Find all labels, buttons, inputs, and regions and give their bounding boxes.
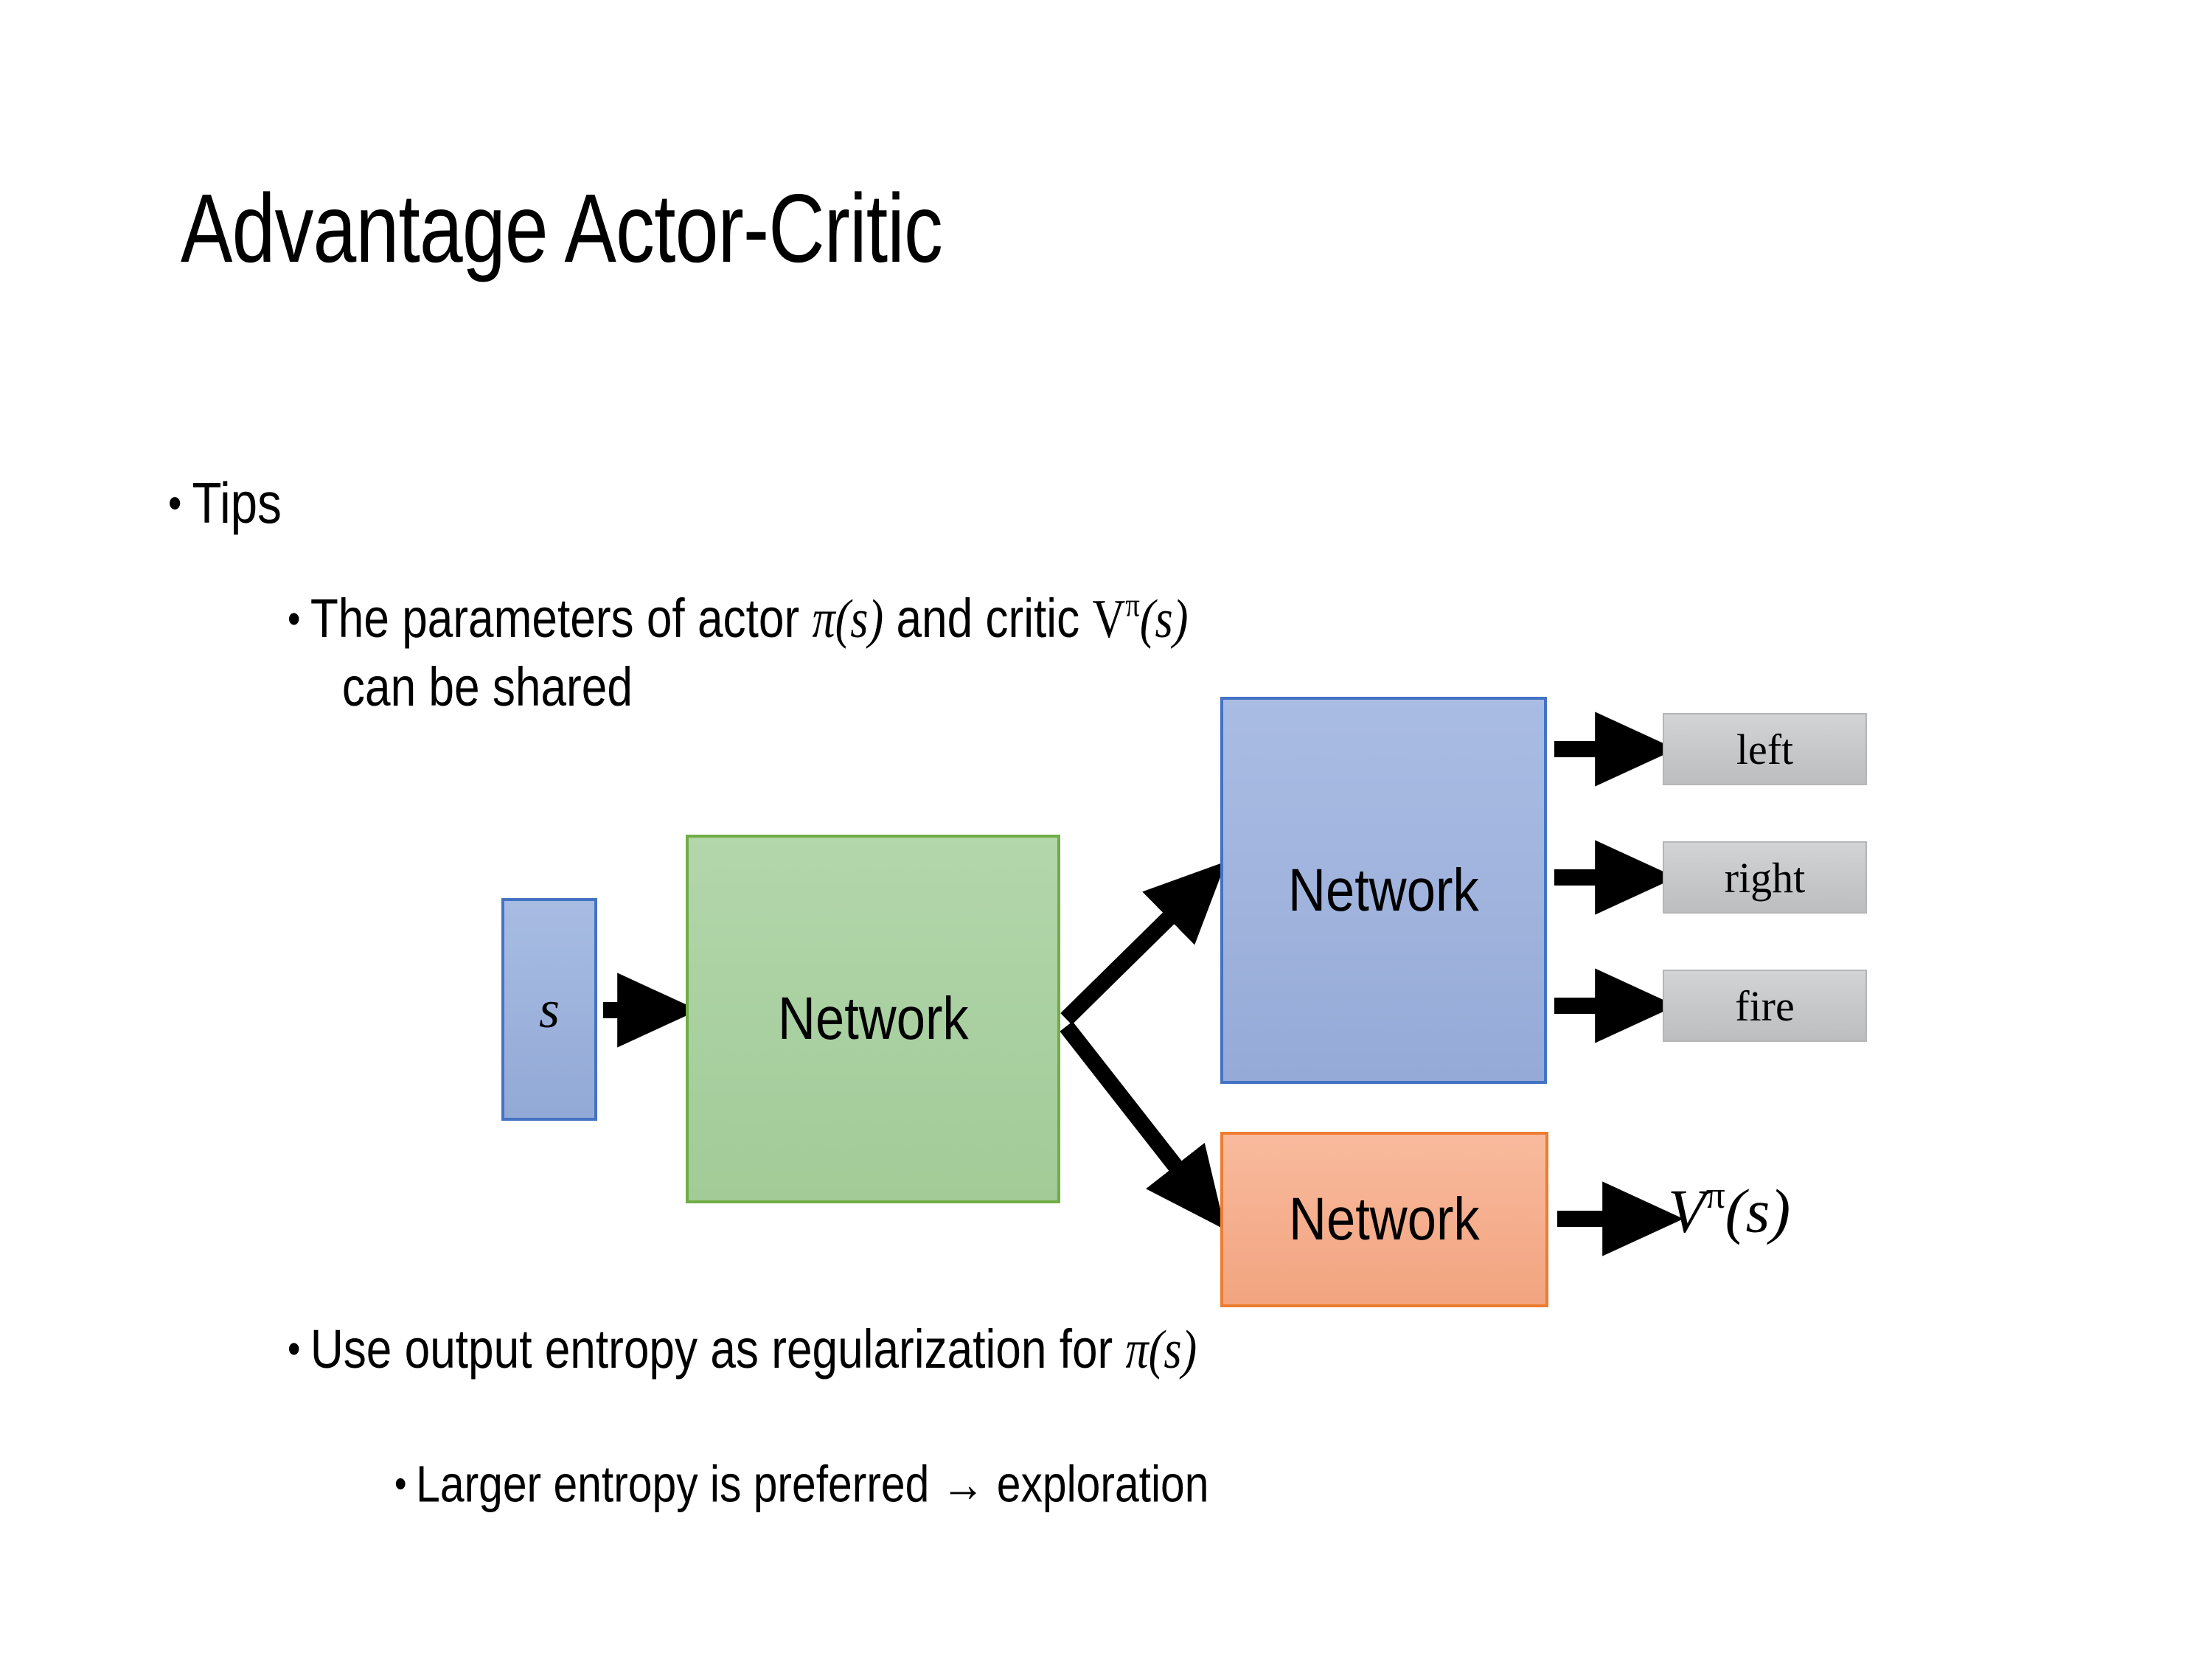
actor-network-box[interactable]: Network [1220, 697, 1547, 1084]
shared-network-box[interactable]: Network [686, 835, 1060, 1203]
input-state-box[interactable]: s [501, 898, 597, 1121]
bullet-tips-label: Tips [192, 470, 282, 535]
action-output-fire[interactable]: fire [1663, 970, 1867, 1042]
bullet-glyph-icon: • [168, 477, 182, 529]
input-state-label: s [538, 979, 560, 1039]
math-pi-s: π(s) [1125, 1319, 1197, 1380]
bullet-entropy-regularization: •Use output entropy as regularization fo… [288, 1315, 1197, 1384]
bullet-text-mid: and critic [883, 588, 1093, 650]
bullet-larger-entropy-label: Larger entropy is preferred → exploratio… [416, 1455, 1209, 1513]
math-v-argument: (s) [1139, 589, 1189, 650]
critic-value-output-label: Vπ(s) [1668, 1174, 1790, 1247]
arrow-shared-to-actor [1060, 861, 1227, 1025]
value-symbol: V [1668, 1177, 1706, 1246]
bullet-entropy-text: Use output entropy as regularization for [310, 1318, 1126, 1380]
bullet-parameters-shared-line2: can be shared [341, 656, 633, 718]
action-output-right[interactable]: right [1663, 841, 1867, 914]
action-output-fire-label: fire [1735, 981, 1795, 1030]
shared-network-label: Network [777, 985, 969, 1052]
bullet-glyph-icon: • [394, 1460, 407, 1506]
bullet-parameters-shared: •The parameters of actor π(s) and critic… [288, 571, 1188, 721]
bullet-parameters-shared-line1: •The parameters of actor π(s) and critic… [288, 586, 1189, 650]
critic-network-box[interactable]: Network [1220, 1132, 1548, 1307]
value-argument: (s) [1725, 1177, 1791, 1246]
action-output-left-label: left [1736, 725, 1794, 773]
arrow-shared-to-critic [1060, 1021, 1225, 1230]
bullet-glyph-icon: • [288, 593, 301, 643]
action-output-right-label: right [1724, 853, 1806, 902]
bullet-glyph-icon: • [288, 1324, 301, 1373]
critic-network-label: Network [1289, 1186, 1480, 1253]
actor-network-label: Network [1288, 856, 1479, 924]
bullet-larger-entropy: •Larger entropy is preferred → explorati… [394, 1451, 1208, 1517]
page-title: Advantage Actor-Critic [181, 174, 943, 282]
math-v-symbol: V [1092, 589, 1126, 650]
math-pi-s: π(s) [812, 589, 884, 650]
bullet-text-pre: The parameters of actor [310, 588, 813, 650]
math-v-superscript: π [1125, 586, 1140, 624]
bullet-tips: •Tips [168, 469, 282, 538]
value-superscript: π [1705, 1175, 1725, 1217]
action-output-left[interactable]: left [1663, 713, 1867, 785]
